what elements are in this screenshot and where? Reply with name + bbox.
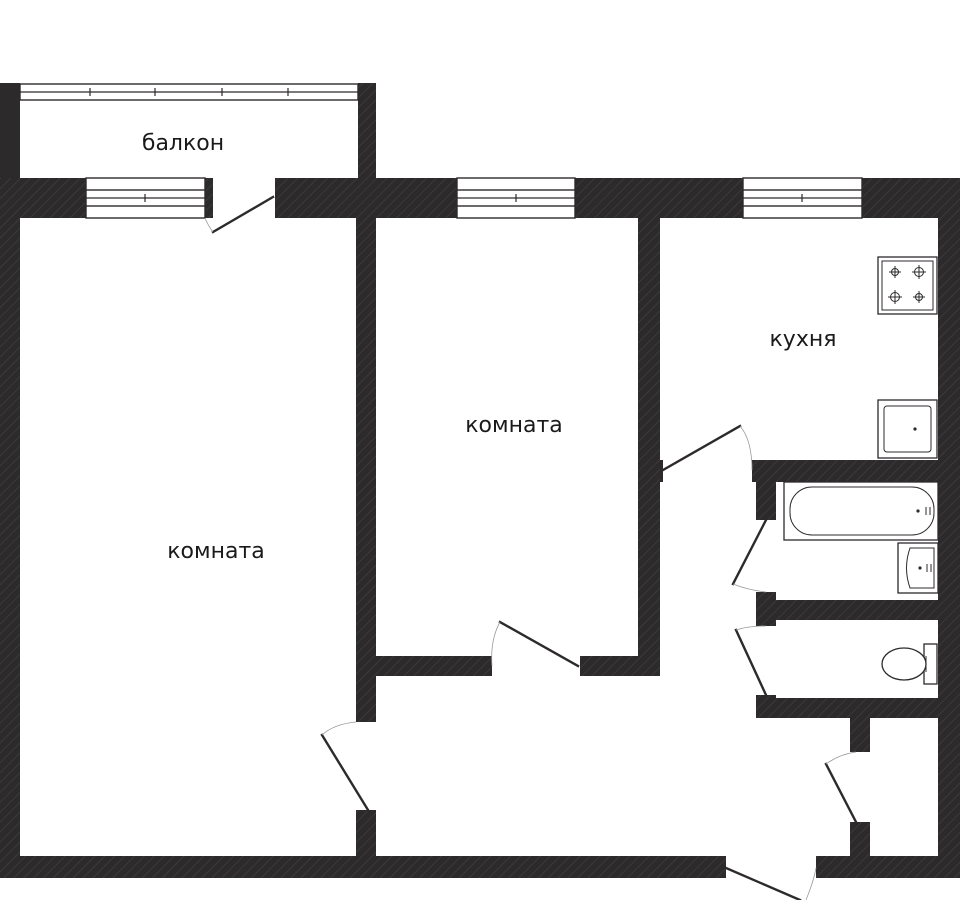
small-room-label: комната: [465, 413, 563, 438]
balcony-window: [19, 83, 359, 101]
washbasin-icon: [897, 542, 939, 594]
toilet-icon: [881, 643, 938, 685]
interior-walls: [356, 218, 938, 858]
large-room-label: комната: [167, 539, 265, 564]
stove-icon: [877, 256, 938, 315]
large-room-door: [320, 721, 370, 812]
bathtub-icon: [783, 481, 939, 541]
wc-door: [734, 625, 768, 697]
closet-door: [824, 751, 858, 824]
bathroom-door: [731, 518, 768, 593]
windows: [19, 83, 863, 219]
kitchen-label: кухня: [770, 327, 837, 352]
small-room-door: [491, 620, 580, 668]
kitchen-window: [742, 177, 863, 219]
exterior-walls: [0, 83, 960, 878]
entrance-door: [724, 866, 817, 900]
small-room-window: [456, 177, 576, 219]
large-room-window: [85, 177, 206, 219]
sink-icon: [877, 399, 938, 459]
doors: [204, 195, 858, 900]
kitchen-door: [661, 424, 753, 472]
balcony-label: балкон: [142, 131, 224, 156]
balcony-door: [204, 195, 275, 234]
